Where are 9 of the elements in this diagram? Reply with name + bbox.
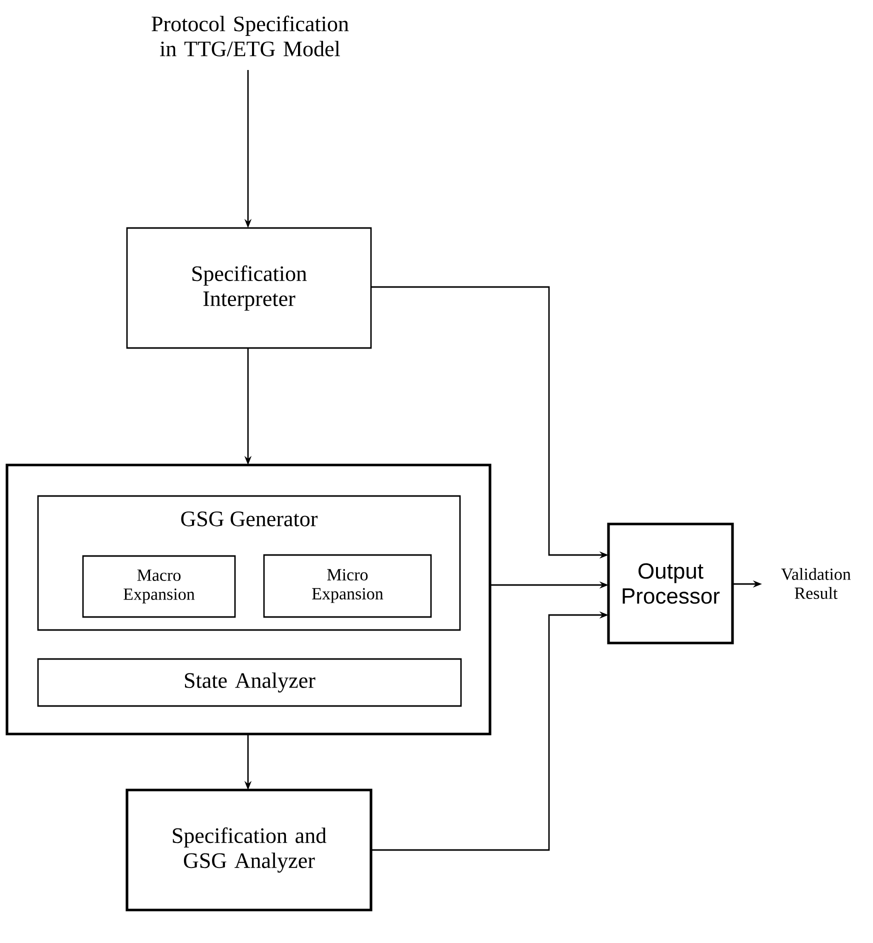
process-box: Specification and GSG Analyzer: [126, 788, 372, 912]
output-label: Validation Result: [781, 568, 851, 599]
input-label: Protocol Specification in TTG/ETG Model: [152, 16, 349, 56]
process-box: Macro Expansion: [82, 555, 236, 618]
process-box: Specification Interpreter: [126, 227, 372, 349]
module-frame: [6, 464, 492, 736]
process-box: Output Processor: [607, 522, 734, 644]
process-box: Micro Expansion: [263, 554, 432, 618]
process-box: State Analyzer: [37, 658, 462, 707]
